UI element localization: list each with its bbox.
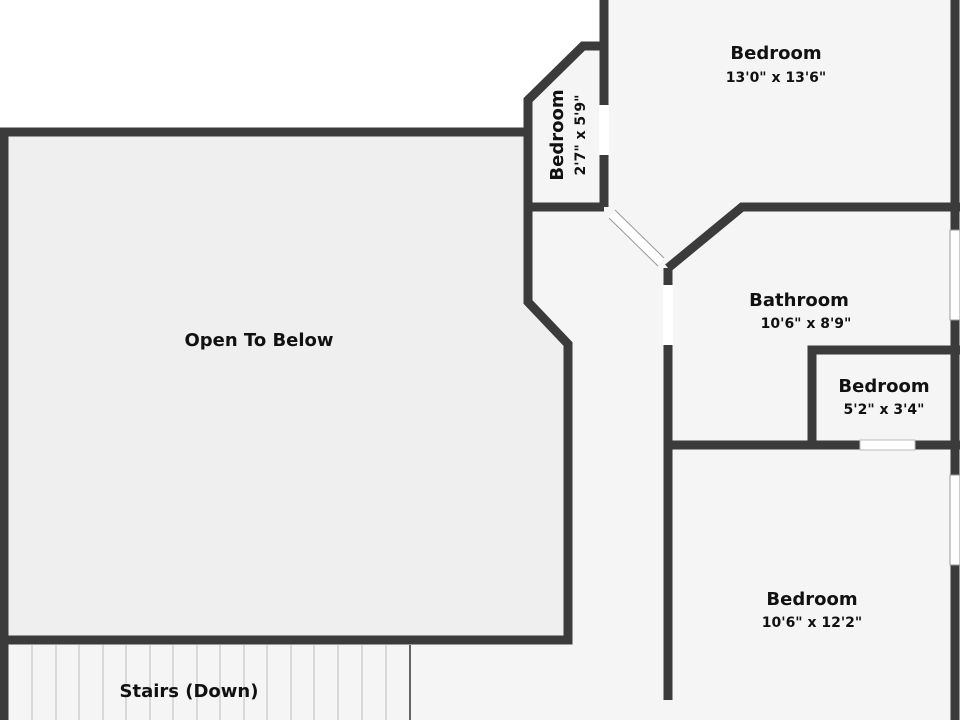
diagonal-doorway — [608, 210, 665, 266]
window — [949, 474, 960, 566]
doorway — [663, 285, 673, 345]
closet-wall — [807, 345, 960, 445]
small-bedroom-label: Bedroom — [547, 89, 568, 180]
closet-bedroom-label: Bedroom — [838, 376, 929, 397]
small-bedroom-wall — [523, 41, 604, 132]
bathroom-label: Bathroom — [749, 290, 849, 311]
right-floor — [604, 0, 960, 720]
open-to-below-area — [4, 132, 568, 640]
doorway-edge — [614, 209, 665, 259]
bedroom-top-right-label: Bedroom — [730, 43, 821, 64]
doorway-edge — [608, 217, 659, 267]
bedroom-top-right-dims: 13'0" x 13'6" — [726, 70, 826, 86]
bathroom-dims: 10'6" x 8'9" — [761, 316, 852, 332]
small-bedroom-dims: 2'7" x 5'9" — [573, 95, 589, 176]
bedroom-bottom-right-label: Bedroom — [766, 589, 857, 610]
window — [949, 229, 960, 321]
open-to-below-label: Open To Below — [184, 330, 333, 351]
stairs-floor — [4, 640, 528, 720]
stairs-label: Stairs (Down) — [120, 681, 259, 702]
stair-treads — [31, 645, 387, 720]
bathroom-top-wall — [665, 202, 960, 272]
window — [859, 439, 916, 451]
bedroom-bottom-right-dims: 10'6" x 12'2" — [762, 615, 862, 631]
window — [599, 105, 609, 155]
closet-bedroom-dims: 5'2" x 3'4" — [844, 402, 925, 418]
